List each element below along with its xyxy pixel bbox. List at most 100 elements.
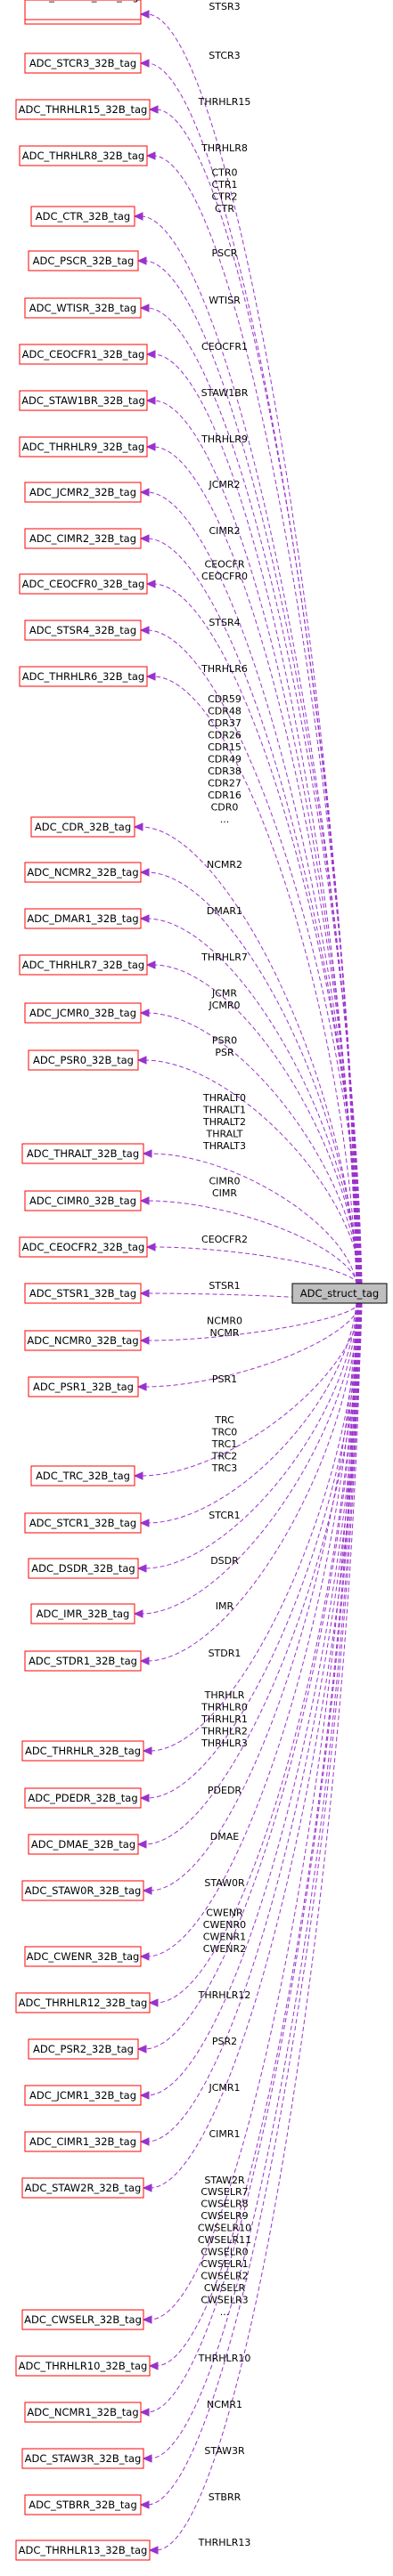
edge-adc-stcr3-32b-tag	[146, 62, 358, 1284]
class-node-label: ADC_THRHLR9_32B_tag	[22, 441, 144, 453]
class-node-adc-psr2-32b-tag[interactable]: ADC_PSR2_32B_tag	[28, 2038, 139, 2060]
edge-label: CWSELR1	[201, 2258, 248, 2270]
edge-label: CWSELR11	[198, 2234, 251, 2246]
class-node-adc-jcmr2-32b-tag[interactable]: ADC_JCMR2_32B_tag	[24, 482, 142, 503]
class-node-adc-cwenr-32b-tag[interactable]: ADC_CWENR_32B_tag	[24, 1946, 142, 1967]
edge-arrowhead	[136, 2045, 147, 2054]
edge-label: CWENR	[206, 1908, 243, 1919]
edge-adc-ncmr2-32b-tag	[146, 871, 359, 1284]
class-node-adc-ceocfr1-32b-tag[interactable]: ADC_CEOCFR1_32B_tag	[19, 344, 148, 365]
edge-adc-psr0-32b-tag	[143, 1059, 363, 1284]
class-node-adc-ncmr0-32b-tag[interactable]: ADC_NCMR0_32B_tag	[24, 1330, 142, 1351]
edge-arrowhead	[139, 488, 150, 497]
class-node-label: ADC_CWSELR_32B_tag	[24, 2313, 142, 2326]
class-node-adc-psr1-32b-tag[interactable]: ADC_PSR1_32B_tag	[28, 1376, 139, 1397]
class-node-adc-stsr1-32b-tag[interactable]: ADC_STSR1_32B_tag	[24, 1283, 142, 1304]
class-node-adc-stdr1-32b-tag[interactable]: ADC_STDR1_32B_tag	[24, 1650, 142, 1672]
class-node-adc-ceocfr2-32b-tag[interactable]: ADC_CEOCFR2_32B_tag	[19, 1236, 148, 1258]
class-node-adc-staw0r-32b-tag[interactable]: ADC_STAW0R_32B_tag	[21, 1880, 144, 1901]
class-node-adc-thrhlr8-32b-tag[interactable]: ADC_THRHLR8_32B_tag	[19, 145, 148, 166]
class-node-adc-cimr1-32b-tag[interactable]: ADC_CIMR1_32B_tag	[24, 2131, 142, 2152]
edge-label: DMAR2	[207, 0, 242, 3]
class-node-box	[24, 1190, 142, 1211]
class-node-adc-pscr-32b-tag[interactable]: ADC_PSCR_32B_tag	[28, 250, 139, 271]
class-node-adc-cwselr-32b-tag[interactable]: ADC_CWSELR_32B_tag	[21, 2309, 144, 2330]
class-node-label: ADC_CIMR1_32B_tag	[29, 2135, 136, 2148]
class-node-adc-wtisr-32b-tag[interactable]: ADC_WTISR_32B_tag	[24, 297, 142, 319]
class-node-adc-thrhlr9-32b-tag[interactable]: ADC_THRHLR9_32B_tag	[19, 436, 148, 458]
class-node-adc-jcmr1-32b-tag[interactable]: ADC_JCMR1_32B_tag	[24, 2085, 142, 2106]
edge-label: STDR1	[209, 1648, 242, 1659]
class-node-label: ADC_WTISR_32B_tag	[29, 302, 136, 314]
edge-label: CDR59	[208, 693, 242, 705]
edge-label: NCMR0	[207, 1316, 242, 1327]
edge-adc-wtisr-32b-tag	[146, 307, 363, 1284]
class-node-adc-stcr1-32b-tag[interactable]: ADC_STCR1_32B_tag	[24, 1512, 142, 1534]
class-node-box	[24, 1650, 142, 1672]
root-node-adc-struct-tag[interactable]: ADC_struct_tag	[291, 1283, 388, 1304]
class-node-label: ADC_PSR1_32B_tag	[33, 1381, 134, 1393]
class-node-adc-thrhlr13-32b-tag[interactable]: ADC_THRHLR13_32B_tag	[15, 2540, 151, 2561]
class-node-adc-thrhlr10-32b-tag[interactable]: ADC_THRHLR10_32B_tag	[15, 2355, 151, 2377]
class-node-adc-psr0-32b-tag[interactable]: ADC_PSR0_32B_tag	[28, 1049, 139, 1071]
class-node-adc-ceocfr0-32b-tag[interactable]: ADC_CEOCFR0_32B_tag	[19, 573, 148, 595]
class-node-adc-ncmr1-32b-tag[interactable]: ADC_NCMR1_32B_tag	[24, 2402, 142, 2423]
class-node-adc-pdedr-32b-tag[interactable]: ADC_PDEDR_32B_tag	[24, 1787, 142, 1809]
class-node-label: ADC_STCR3_32B_tag	[29, 57, 136, 69]
class-node-adc-staw3r-32b-tag[interactable]: ADC_STAW3R_32B_tag	[21, 2448, 144, 2469]
class-node-adc-trc-32b-tag[interactable]: ADC_TRC_32B_tag	[30, 1465, 135, 1486]
class-node-label: ADC_STSR4_32B_tag	[29, 624, 136, 636]
edge-label: PSR2	[212, 2036, 237, 2047]
edge-label: CEOCFR2	[201, 1234, 248, 1245]
class-node-adc-thrhlr6-32b-tag[interactable]: ADC_THRHLR6_32B_tag	[19, 666, 148, 687]
class-node-adc-cdr-32b-tag[interactable]: ADC_CDR_32B_tag	[30, 816, 135, 838]
class-node-adc-thrhlr-32b-tag[interactable]: ADC_THRHLR_32B_tag	[21, 1740, 144, 1762]
edge-label: TRC3	[211, 1462, 238, 1474]
class-node-adc-stsr4-32b-tag[interactable]: ADC_STSR4_32B_tag	[24, 620, 142, 641]
class-node-adc-thrhlr7-32b-tag[interactable]: ADC_THRHLR7_32B_tag	[19, 954, 148, 976]
edge-adc-ncmr0-32b-tag	[146, 1302, 361, 1341]
class-node-adc-dmar2-32b-tag[interactable]: ADC_DMAR2_32B_tag	[24, 0, 142, 20]
class-node-box	[24, 862, 142, 883]
edge-adc-cimr0-32b-tag	[146, 1200, 358, 1284]
class-node-box	[24, 1283, 142, 1304]
class-node-adc-dmar1-32b-tag[interactable]: ADC_DMAR1_32B_tag	[24, 908, 142, 929]
edge-label: CTR2	[211, 191, 237, 203]
class-node-adc-thrhlr12-32b-tag[interactable]: ADC_THRHLR12_32B_tag	[15, 1992, 151, 2013]
class-node-adc-thralt-32b-tag[interactable]: ADC_THRALT_32B_tag	[21, 1143, 144, 1164]
edge-label: THRHLR8	[201, 142, 248, 154]
class-node-adc-cimr2-32b-tag[interactable]: ADC_CIMR2_32B_tag	[24, 528, 142, 549]
edge-arrowhead	[145, 960, 156, 969]
class-node-adc-imr-32b-tag[interactable]: ADC_IMR_32B_tag	[30, 1603, 135, 1624]
edge-arrowhead	[139, 1289, 150, 1298]
edge-label: CDR49	[208, 754, 242, 766]
class-node-adc-staw2r-32b-tag[interactable]: ADC_STAW2R_32B_tag	[21, 2177, 144, 2199]
edge-arrowhead	[139, 914, 150, 923]
class-node-adc-dmae-32b-tag[interactable]: ADC_DMAE_32B_tag	[28, 1834, 139, 1855]
class-node-adc-ncmr2-32b-tag[interactable]: ADC_NCMR2_32B_tag	[24, 862, 142, 883]
class-node-adc-thrhlr15-32b-tag[interactable]: ADC_THRHLR15_32B_tag	[15, 99, 151, 120]
edge-adc-ncmr1-32b-tag	[146, 1302, 359, 2413]
edge-label: THRHLR2	[201, 1726, 248, 1738]
edge-label: CEOCFR0	[201, 571, 248, 582]
edge-adc-ceocfr0-32b-tag	[152, 583, 362, 1284]
edge-label: CWENR0	[203, 1919, 246, 1931]
edge-arrowhead	[133, 1471, 143, 1480]
edge-label: STSR1	[209, 1280, 240, 1292]
edge-label: PSR0	[212, 1035, 237, 1047]
edge-arrowhead	[145, 396, 156, 405]
class-node-box	[24, 1946, 142, 1967]
class-node-adc-cimr0-32b-tag[interactable]: ADC_CIMR0_32B_tag	[24, 1190, 142, 1211]
class-node-adc-ctr-32b-tag[interactable]: ADC_CTR_32B_tag	[30, 206, 135, 227]
edge-arrowhead	[133, 212, 143, 221]
class-node-adc-jcmr0-32b-tag[interactable]: ADC_JCMR0_32B_tag	[24, 1002, 142, 1024]
edge-adc-thrhlr15-32b-tag	[155, 109, 359, 1284]
class-node-label: ADC_STDR1_32B_tag	[29, 1655, 137, 1667]
class-node-adc-stbrr-32b-tag[interactable]: ADC_STBRR_32B_tag	[24, 2494, 142, 2515]
edge-adc-thrhlr6-32b-tag	[152, 676, 357, 1284]
class-node-adc-staw1br-32b-tag[interactable]: ADC_STAW1BR_32B_tag	[19, 390, 148, 411]
class-node-adc-dsdr-32b-tag[interactable]: ADC_DSDR_32B_tag	[28, 1558, 139, 1579]
class-node-adc-stcr3-32b-tag[interactable]: ADC_STCR3_32B_tag	[24, 53, 142, 74]
class-node-box	[24, 1512, 142, 1534]
class-node-label: ADC_STCR1_32B_tag	[29, 1517, 136, 1529]
